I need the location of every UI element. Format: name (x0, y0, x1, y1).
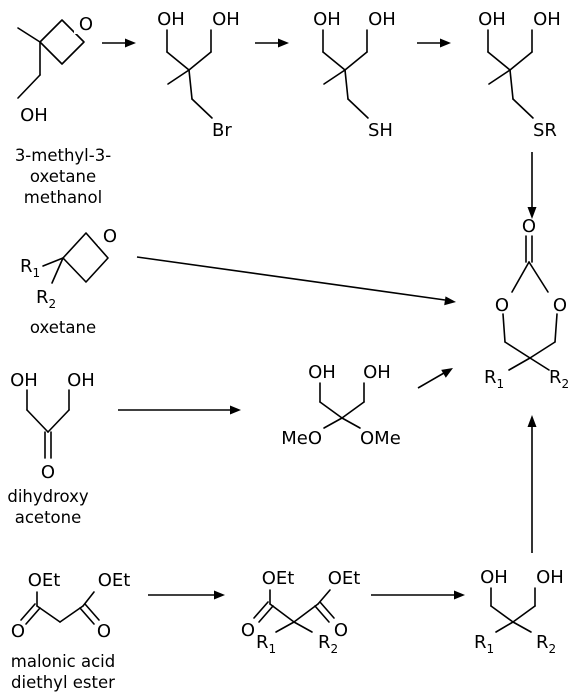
compound-oxetane: O R1 R2 oxetane (20, 224, 122, 337)
thiol-label: SH (368, 120, 393, 141)
carbonyl-oxygen-label: O (97, 621, 111, 642)
methoxy-label: MeO (281, 428, 322, 449)
hydroxyl-label: OH (67, 370, 95, 391)
caption-malonic-2: diethyl ester (11, 673, 115, 692)
r1-label: R1 (20, 256, 40, 280)
r2-label: R2 (549, 367, 569, 391)
arrow-ketal-to-carbonate (417, 368, 453, 389)
compound-thioldiol: OH OH SH (313, 9, 396, 141)
ethoxy-label: OEt (328, 568, 361, 589)
ring-oxygen-label: O (103, 226, 117, 247)
ring-oxygen-label: O (79, 14, 93, 35)
caption-dihydroxyacetone-2: acetone (15, 508, 82, 527)
hydroxyl-label: OH (313, 9, 341, 30)
hydroxyl-label: OH (368, 9, 396, 30)
ethoxy-label: OEt (98, 570, 131, 591)
caption-oxetane-methanol-3: methanol (24, 188, 102, 207)
carbonyl-oxygen-label: O (41, 462, 55, 483)
caption-oxetane-methanol-1: 3-methyl-3- (15, 146, 111, 165)
hydroxyl-label: OH (363, 362, 391, 383)
r1-label: R1 (474, 632, 494, 656)
arrow-thioetherdiol-to-carbonate (527, 152, 537, 219)
ethoxy-label: OEt (262, 568, 295, 589)
r1-label: R1 (256, 632, 276, 656)
arrow-oxetane-methanol-to-bromodiol (102, 38, 136, 48)
oxetane-ring (62, 232, 109, 283)
hydroxyl-label: OH (308, 362, 336, 383)
hydroxyl-label: OH (212, 9, 240, 30)
caption-dihydroxyacetone-1: dihydroxy (7, 487, 89, 506)
bromine-label: Br (212, 120, 232, 141)
r2-label: R2 (318, 632, 338, 656)
hydroxyl-label: OH (536, 567, 564, 588)
caption-oxetane-methanol-2: oxetane (30, 167, 96, 186)
compound-dihydroxyacetone: OH OH O dihydroxy acetone (7, 370, 95, 527)
thioether-label: SR (533, 120, 557, 141)
ring-oxygen-label: O (553, 295, 567, 316)
arrow-dihydroxyacetone-to-ketal (118, 405, 241, 415)
arrow-substituted-malonic-to-diol (371, 590, 465, 600)
arrow-oxetane-to-carbonate (136, 256, 456, 306)
compound-bromodiol: OH OH Br (157, 9, 240, 141)
carbonyl-oxygen-label: O (241, 620, 255, 641)
ring-oxygen-label: O (495, 295, 509, 316)
arrow-malonic-to-substituted-malonic (148, 590, 225, 600)
carbonyl-oxygen-label: O (334, 620, 348, 641)
arrow-bromodiol-to-thioldiol (255, 38, 289, 48)
r2-label: R2 (36, 287, 56, 311)
hydroxyl-label: OH (478, 9, 506, 30)
r1-label: R1 (484, 367, 504, 391)
hydroxyl-label: OH (157, 9, 185, 30)
arrow-thioldiol-to-thioetherdiol (417, 38, 451, 48)
compound-oxetane-methanol: O OH 3-methyl-3- oxetane methanol (15, 12, 111, 207)
hydroxyl-label: OH (533, 9, 561, 30)
hydroxyl-label: OH (480, 567, 508, 588)
compound-substituted-diol: OH OH R1 R2 (474, 567, 564, 656)
ethoxy-label: OEt (28, 570, 61, 591)
compound-ketal-diol: OH OH MeO OMe (281, 362, 401, 449)
oxetane-ring (39, 19, 85, 65)
r2-label: R2 (536, 632, 556, 656)
hydroxyl-label: OH (20, 105, 48, 126)
caption-malonic-1: malonic acid (11, 652, 115, 671)
methoxy-label: OMe (360, 428, 401, 449)
ch2-oh-bond (17, 74, 41, 99)
compound-malonic-ester: OEt OEt O O malonic acid diethyl ester (11, 570, 131, 692)
hydroxyl-label: OH (10, 370, 38, 391)
carbonyl-oxygen-label: O (11, 621, 25, 642)
methyl-bond (17, 27, 41, 43)
arrow-diol-to-carbonate (527, 415, 537, 553)
compound-thioetherdiol: OH OH SR (478, 9, 561, 141)
compound-cyclic-carbonate: O O O R1 R2 (484, 216, 569, 391)
carbonyl-oxygen-label: O (522, 216, 536, 237)
compound-substituted-malonic-ester: OEt OEt O O R1 R2 (241, 568, 360, 656)
caption-oxetane: oxetane (30, 318, 96, 337)
